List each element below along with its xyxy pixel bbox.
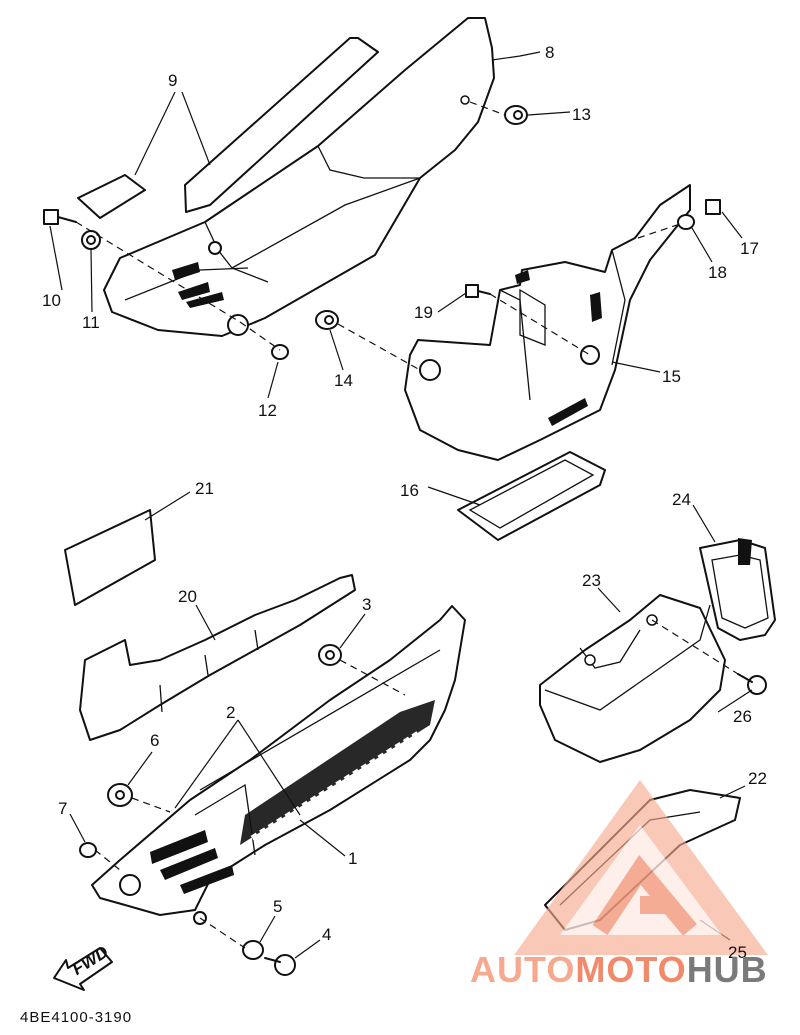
callout-10: 10 <box>42 291 61 310</box>
callout-23: 23 <box>582 571 601 590</box>
upper-side-cover <box>103 17 495 337</box>
bracket-handle <box>699 538 776 641</box>
assembly-lines <box>75 101 739 949</box>
callout-20: 20 <box>178 587 197 606</box>
seal-strip <box>79 574 356 741</box>
battery-mat <box>457 451 606 541</box>
callout-16: 16 <box>400 481 419 500</box>
callout-labels: 8 9 13 10 11 12 14 17 18 19 15 16 21 24 … <box>42 43 767 962</box>
callout-7: 7 <box>58 799 67 818</box>
callout-6: 6 <box>150 731 159 750</box>
callout-17: 17 <box>740 239 759 258</box>
mat-inner <box>468 459 595 529</box>
callout-22: 22 <box>748 769 767 788</box>
callout-18: 18 <box>708 263 727 282</box>
callout-12: 12 <box>258 401 277 420</box>
callout-21: 21 <box>195 479 214 498</box>
watermark-part-moto: MOTO <box>575 949 686 990</box>
lower-side-cover <box>91 605 466 925</box>
callout-13: 13 <box>572 105 591 124</box>
diagram-code: 4BE4100-3190 <box>20 1009 132 1026</box>
hardware <box>43 105 767 976</box>
callout-26: 26 <box>733 707 752 726</box>
fwd-arrow: FWD <box>53 942 113 991</box>
leader-lines <box>49 51 753 959</box>
watermark-logo <box>514 780 768 955</box>
callout-9: 9 <box>168 71 177 90</box>
watermark-text: AUTOMOTOHUB <box>470 949 768 990</box>
callout-5: 5 <box>273 897 282 916</box>
battery-box <box>404 184 691 461</box>
emblem-strip <box>77 37 379 219</box>
callout-2: 2 <box>226 703 235 722</box>
callout-1: 1 <box>348 849 357 868</box>
tool-box <box>539 594 726 763</box>
callout-24: 24 <box>672 490 691 509</box>
callout-25: 25 <box>728 943 747 962</box>
callout-19: 19 <box>414 303 433 322</box>
callout-15: 15 <box>662 367 681 386</box>
seal-tabs <box>159 629 259 713</box>
watermark-part-hub: HUB <box>687 949 768 990</box>
watermark-g-stroke <box>592 854 697 936</box>
watermark-part-auto: AUTO <box>470 949 575 990</box>
callout-8: 8 <box>545 43 554 62</box>
callout-11: 11 <box>82 313 100 332</box>
callout-3: 3 <box>362 595 371 614</box>
decal-plate <box>64 509 156 606</box>
callout-14: 14 <box>334 371 353 390</box>
callout-4: 4 <box>322 925 331 944</box>
